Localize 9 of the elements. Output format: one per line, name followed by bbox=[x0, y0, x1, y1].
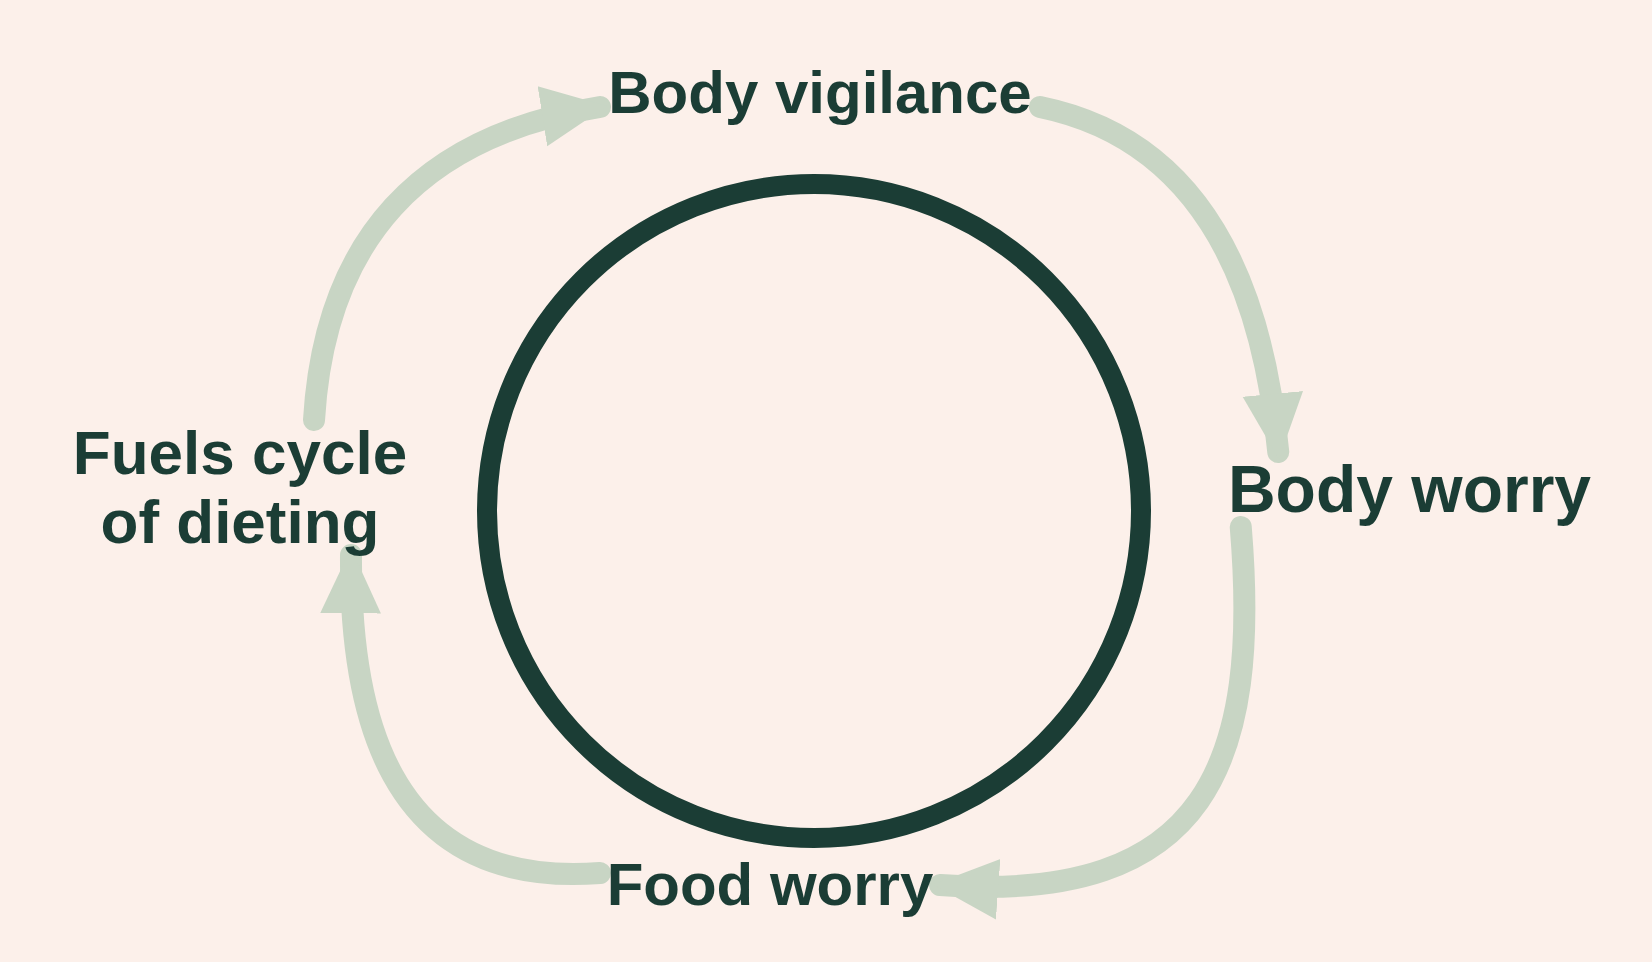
curved-arrow bbox=[303, 88, 611, 431]
curved-arrow bbox=[1029, 96, 1302, 463]
curved-arrow bbox=[929, 516, 1256, 917]
cycle-step-label: Body vigilance bbox=[608, 60, 1032, 126]
cycle-step-label: Fuels cycle of dieting bbox=[71, 419, 409, 556]
cycle-step-label: Food worry bbox=[606, 852, 934, 918]
cycle-step-label: Body worry bbox=[1227, 453, 1592, 526]
curved-arrow bbox=[321, 544, 611, 885]
cycle-ring bbox=[477, 174, 1151, 848]
